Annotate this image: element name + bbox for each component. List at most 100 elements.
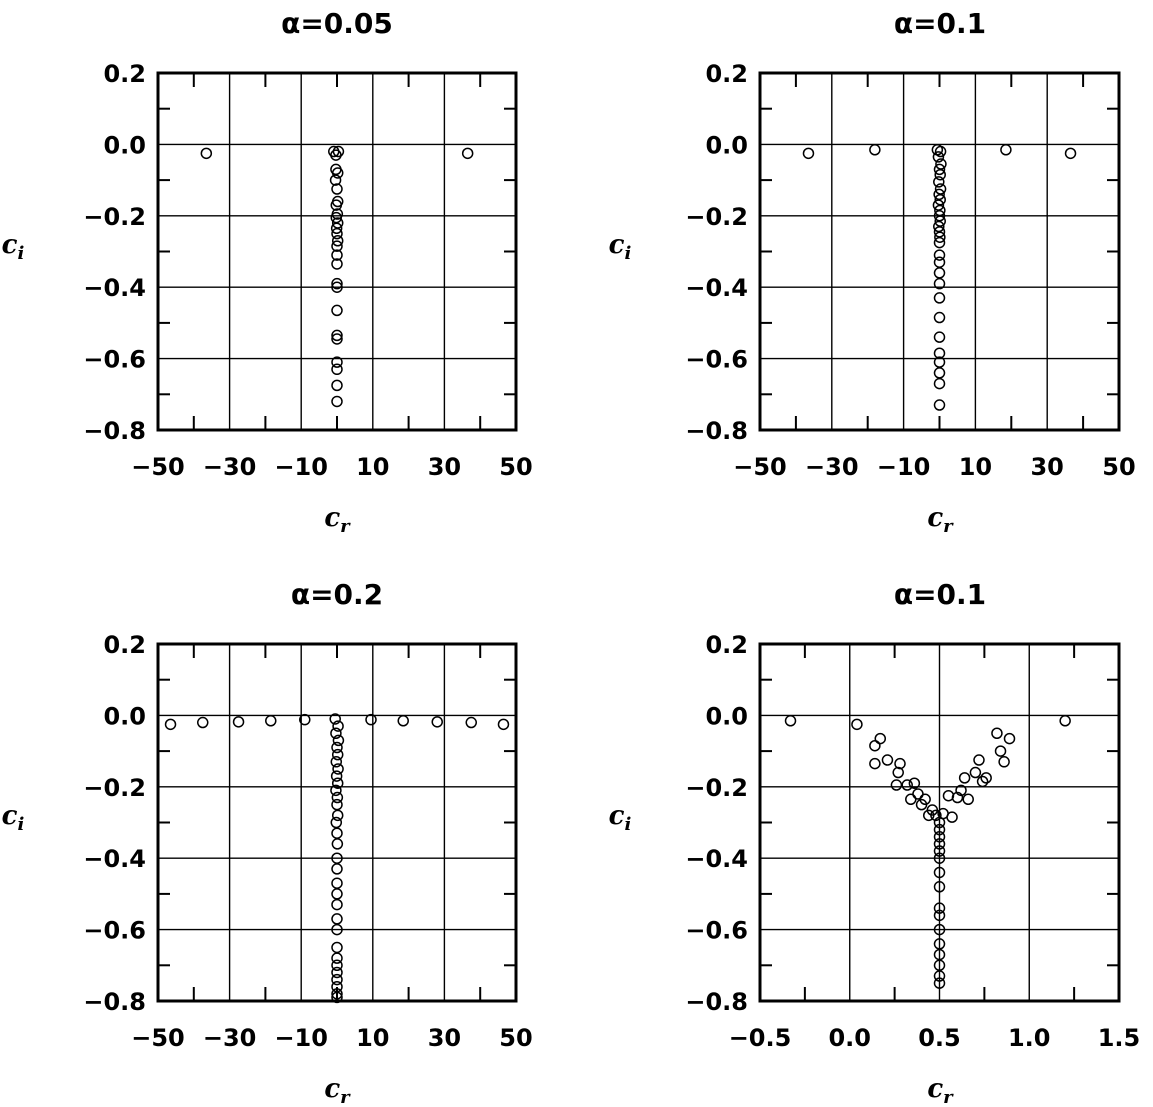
y-tick-label: −0.6 (685, 917, 748, 945)
x-tick-label: 30 (428, 453, 461, 481)
x-tick-label: 30 (428, 1024, 461, 1052)
data-point (901, 779, 913, 791)
data-point (331, 988, 343, 1000)
y-tick-labels: 0.20.0−0.2−0.4−0.6−0.8 (83, 60, 146, 445)
data-point (955, 784, 967, 797)
data-point (980, 772, 992, 784)
data-points (200, 145, 474, 408)
data-point (933, 249, 946, 261)
ticks (760, 644, 1119, 1001)
data-point (869, 757, 881, 770)
data-point (331, 281, 343, 293)
y-tick-label: −0.8 (685, 417, 748, 445)
data-point (331, 959, 343, 972)
data-point (932, 151, 945, 163)
data-point (331, 952, 343, 964)
data-points (784, 715, 1071, 989)
data-point (1003, 732, 1016, 745)
x-tick-label: −10 (274, 453, 328, 481)
x-tick-label: 1.0 (1008, 1024, 1051, 1052)
data-point (331, 240, 343, 252)
data-point (933, 188, 945, 201)
x-tick-label: −50 (131, 1024, 185, 1052)
data-point (933, 210, 946, 222)
x-tick-label: 50 (499, 453, 532, 481)
plot-frame (758, 71, 1121, 432)
data-point (933, 866, 946, 879)
ticks (158, 644, 516, 1001)
data-point (933, 176, 945, 188)
data-point (976, 775, 989, 788)
data-point (933, 236, 946, 249)
chart-title: α=0.1 (894, 578, 986, 611)
data-point (332, 145, 345, 158)
chart-title: α=0.2 (291, 578, 383, 611)
ticks (760, 73, 1119, 430)
y-axis-label: ci (609, 801, 632, 835)
y-tick-label: −0.8 (83, 417, 146, 445)
data-point (934, 145, 947, 158)
data-points (164, 713, 510, 1004)
data-point (933, 399, 946, 411)
data-point (332, 734, 345, 747)
data-point (200, 147, 213, 160)
data-point (330, 816, 343, 829)
x-tick-label: 1.5 (1098, 1024, 1141, 1052)
data-point (332, 720, 344, 732)
data-point (958, 772, 971, 784)
data-point (331, 827, 343, 839)
data-point (933, 977, 946, 989)
data-point (265, 715, 277, 727)
data-point (933, 292, 946, 304)
y-tick-labels: 0.20.0−0.2−0.4−0.6−0.8 (685, 631, 748, 1016)
data-point (869, 739, 881, 752)
data-point (164, 718, 177, 731)
data-point (331, 923, 343, 936)
data-point (331, 838, 344, 850)
y-tick-labels: 0.20.0−0.2−0.4−0.6−0.8 (685, 60, 748, 445)
y-tick-label: 0.2 (103, 631, 146, 659)
data-point (232, 716, 245, 728)
data-point (933, 267, 946, 279)
data-point (933, 823, 946, 836)
y-tick-label: −0.4 (83, 845, 146, 873)
x-axis-label: cr (927, 1074, 954, 1107)
data-point (331, 791, 344, 804)
y-axis-label: ci (609, 230, 632, 264)
x-tick-label: −50 (131, 453, 185, 481)
y-tick-label: −0.8 (83, 988, 146, 1016)
data-point (994, 745, 1007, 757)
data-point (908, 777, 921, 789)
data-point (331, 973, 343, 986)
data-point (331, 167, 344, 179)
y-axis-label: ci (2, 230, 25, 264)
data-point (905, 793, 917, 806)
plot-frame (156, 642, 518, 1003)
data-point (331, 898, 343, 911)
y-tick-label: −0.2 (685, 203, 748, 231)
x-tick-label: −30 (203, 1024, 257, 1052)
data-point (802, 147, 815, 160)
data-point (331, 863, 343, 875)
data-point (331, 363, 343, 376)
data-point (331, 395, 343, 408)
x-tick-label: 50 (1102, 453, 1135, 481)
y-tick-label: 0.2 (705, 631, 748, 659)
data-point (933, 970, 946, 982)
grid (158, 73, 516, 430)
data-point (890, 779, 903, 791)
y-tick-label: −0.2 (685, 774, 748, 802)
data-point (851, 718, 863, 731)
data-point (933, 377, 946, 390)
data-point (894, 757, 906, 770)
x-tick-label: −50 (733, 453, 787, 481)
data-point (869, 144, 881, 156)
plot-frame (156, 71, 518, 432)
data-point (365, 713, 377, 726)
data-point (930, 809, 942, 822)
x-tick-label: −0.5 (729, 1024, 792, 1052)
y-tick-label: 0.0 (705, 131, 748, 159)
plot-frame (758, 642, 1121, 1003)
